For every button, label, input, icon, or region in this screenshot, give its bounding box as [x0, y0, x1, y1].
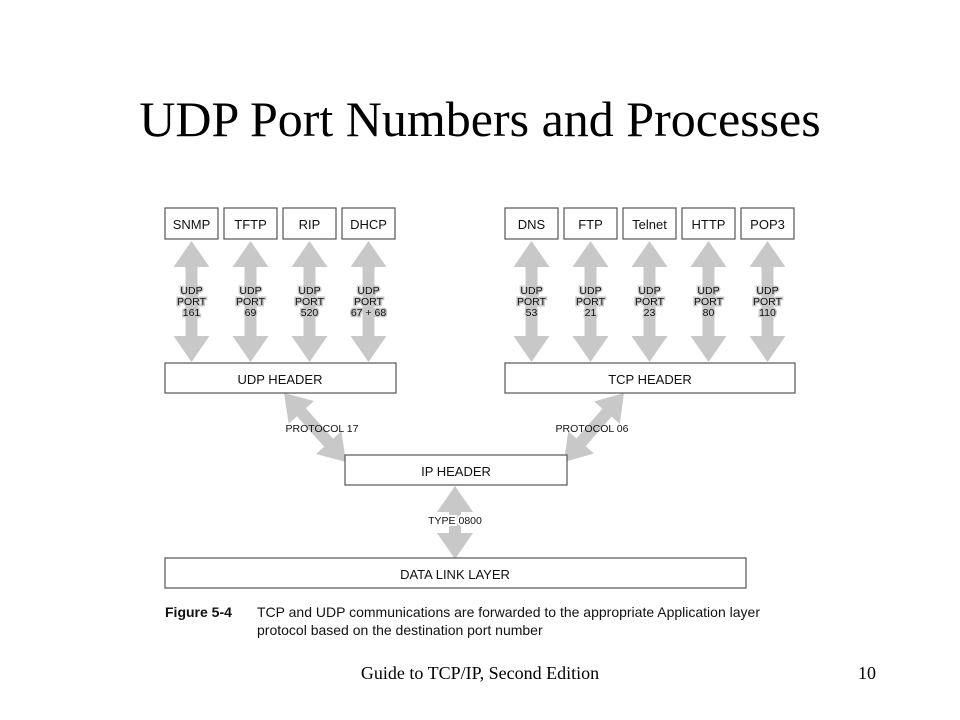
tcp-port-arrow: [631, 241, 668, 362]
udp-port-label: PORT: [177, 296, 207, 308]
tcp-port-label: UDP: [520, 285, 542, 297]
data-link-box: [164, 557, 747, 589]
tcp-port-label: 53: [526, 307, 538, 319]
tcp-app-box: [563, 207, 618, 240]
udp-port-label: UDP: [298, 285, 320, 297]
tcp-port-label: PORT: [694, 296, 724, 308]
udp-port-label: 161: [183, 307, 201, 319]
tcp-app-box: [622, 207, 677, 240]
ethertype-arrow: [437, 486, 473, 559]
tcp-port-label: PORT: [753, 296, 783, 308]
slide-title: UDP Port Numbers and Processes: [139, 91, 821, 147]
udp-app-label: TFTP: [234, 217, 267, 232]
protocol-06-arrow: [564, 393, 624, 462]
slide-footer: Guide to TCP/IP, Second Edition: [360, 663, 600, 683]
tcp-header-label: TCP HEADER: [608, 372, 692, 387]
tcp-port-arrow: [749, 241, 786, 362]
tcp-app-label: POP3: [750, 217, 785, 232]
udp-port-label: 520: [301, 307, 319, 319]
tcp-port-label: 21: [585, 307, 597, 319]
udp-app-box: [164, 207, 219, 240]
page-number: 10: [858, 663, 876, 683]
udp-port-label: PORT: [236, 296, 266, 308]
udp-port-arrow: [232, 241, 269, 362]
tcp-app-label: FTP: [578, 217, 603, 232]
udp-port-arrow: [291, 241, 328, 362]
tcp-port-arrow: [572, 241, 609, 362]
tcp-port-label: UDP: [697, 285, 719, 297]
udp-port-arrow: [173, 241, 210, 362]
protocol-06-label: PROTOCOL 06: [556, 423, 629, 435]
ip-header-box: [344, 454, 568, 486]
tcp-app-box: [504, 207, 559, 240]
tcp-port-label: UDP: [638, 285, 660, 297]
udp-app-box: [341, 207, 396, 240]
boxes-layer: [164, 207, 796, 589]
tcp-app-box: [681, 207, 736, 240]
udp-port-label: PORT: [354, 296, 384, 308]
udp-app-label: RIP: [299, 217, 321, 232]
udp-port-label: 69: [245, 307, 257, 319]
udp-port-arrow: [350, 241, 387, 362]
data-link-label: DATA LINK LAYER: [400, 567, 510, 582]
udp-app-label: SNMP: [173, 217, 211, 232]
udp-port-label: UDP: [239, 285, 261, 297]
tcp-app-box: [740, 207, 795, 240]
figure-label: Figure 5-4: [165, 604, 232, 620]
ethertype-label: TYPE 0800: [428, 515, 482, 527]
tcp-port-label: 80: [703, 307, 715, 319]
tcp-port-label: PORT: [576, 296, 606, 308]
udp-app-label: DHCP: [350, 217, 387, 232]
ip-header-label: IP HEADER: [421, 464, 491, 479]
tcp-port-label: UDP: [579, 285, 601, 297]
udp-port-label: 67 + 68: [351, 307, 386, 319]
labels-layer: SNMPUDPPORT161TFTPUDPPORT69RIPUDPPORT520…: [173, 217, 785, 582]
udp-port-label: PORT: [295, 296, 325, 308]
udp-app-box: [282, 207, 337, 240]
tcp-port-arrow: [513, 241, 550, 362]
tcp-app-label: HTTP: [692, 217, 726, 232]
tcp-port-label: 110: [759, 307, 776, 319]
tcp-port-label: 23: [644, 307, 656, 319]
arrows-layer: [173, 241, 786, 559]
udp-port-label: UDP: [357, 285, 379, 297]
tcp-app-label: Telnet: [632, 217, 667, 232]
tcp-app-label: DNS: [518, 217, 546, 232]
tcp-port-arrow: [690, 241, 727, 362]
tcp-port-label: UDP: [756, 285, 778, 297]
caption-text: TCP and UDP communications are forwarded…: [257, 604, 760, 638]
udp-header-label: UDP HEADER: [237, 372, 322, 387]
protocol-17-arrow: [284, 393, 346, 462]
protocol-17-label: PROTOCOL 17: [286, 423, 359, 435]
udp-header-box: [164, 362, 397, 394]
tcp-header-box: [504, 362, 796, 394]
tcp-port-label: PORT: [635, 296, 665, 308]
udp-port-label: UDP: [180, 285, 202, 297]
udp-app-box: [223, 207, 278, 240]
tcp-port-label: PORT: [517, 296, 547, 308]
